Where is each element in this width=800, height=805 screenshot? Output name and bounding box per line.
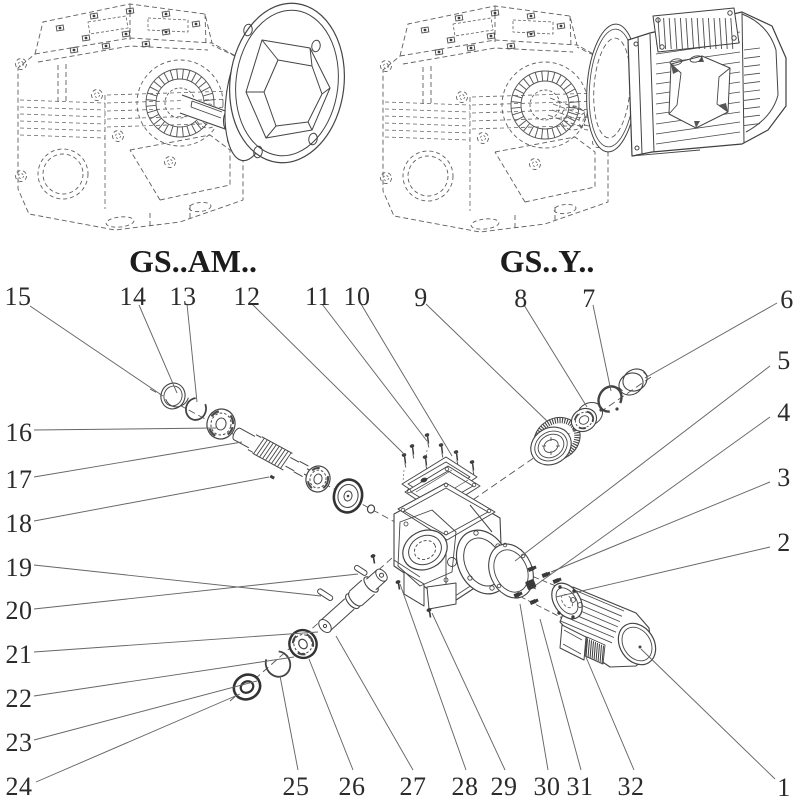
svg-text:7: 7 xyxy=(582,284,596,313)
svg-text:9: 9 xyxy=(414,283,428,312)
svg-text:15: 15 xyxy=(5,282,32,311)
svg-text:31: 31 xyxy=(567,772,594,800)
svg-text:6: 6 xyxy=(780,285,794,314)
svg-text:12: 12 xyxy=(234,282,261,311)
svg-text:30: 30 xyxy=(534,772,561,800)
svg-text:19: 19 xyxy=(6,553,33,582)
svg-text:GS..Y..: GS..Y.. xyxy=(500,243,595,279)
svg-text:32: 32 xyxy=(618,772,645,800)
svg-text:16: 16 xyxy=(6,418,33,447)
svg-text:1: 1 xyxy=(777,773,791,800)
svg-text:29: 29 xyxy=(491,772,518,800)
svg-text:3: 3 xyxy=(777,463,791,492)
svg-text:GS..AM..: GS..AM.. xyxy=(129,243,257,279)
svg-text:23: 23 xyxy=(6,728,33,757)
svg-text:21: 21 xyxy=(6,640,33,669)
svg-text:17: 17 xyxy=(6,465,33,494)
svg-text:4: 4 xyxy=(777,398,791,427)
svg-text:11: 11 xyxy=(305,282,331,311)
svg-text:24: 24 xyxy=(6,772,33,800)
svg-text:22: 22 xyxy=(6,684,33,713)
svg-text:10: 10 xyxy=(344,282,371,311)
svg-text:28: 28 xyxy=(452,772,479,800)
svg-text:2: 2 xyxy=(777,528,791,557)
svg-text:8: 8 xyxy=(514,284,528,313)
svg-text:13: 13 xyxy=(170,282,197,311)
svg-text:25: 25 xyxy=(283,772,310,800)
svg-text:20: 20 xyxy=(6,596,33,625)
svg-text:14: 14 xyxy=(120,282,147,311)
svg-text:27: 27 xyxy=(400,772,427,800)
svg-text:5: 5 xyxy=(777,346,791,375)
svg-text:18: 18 xyxy=(6,509,33,538)
svg-text:26: 26 xyxy=(339,772,366,800)
